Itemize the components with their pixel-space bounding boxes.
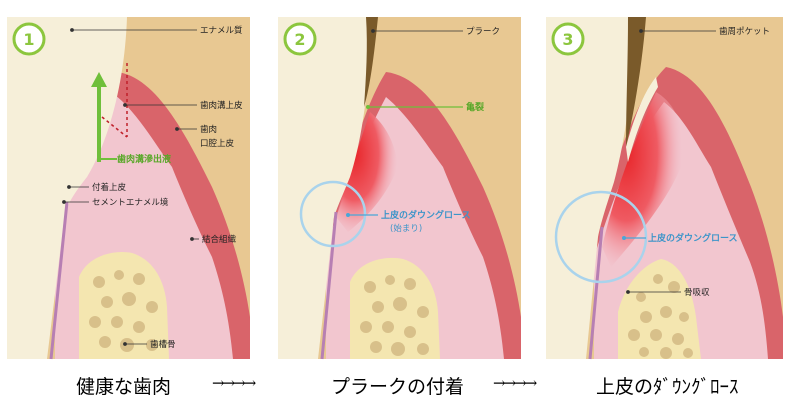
caption-arrow-1: →→→→: [212, 374, 256, 392]
panel-1-badge: [12, 22, 46, 56]
caption-epithelial-downgrowth: 上皮のﾀﾞｳﾝｸﾞﾛｰｽ: [596, 376, 739, 398]
label-gingiva: 歯肉: [200, 124, 217, 135]
label-oral-epithelium: 口腔上皮: [200, 138, 235, 149]
label-enamel: エナメル質: [200, 25, 243, 36]
label-downgrowth-start-note: (始まり): [390, 223, 422, 234]
panel-1-number: 1: [23, 30, 34, 49]
label-junctional-epithelium: 付着上皮: [92, 182, 127, 193]
panel-1-root-surface: [49, 201, 69, 360]
panel-2-highlight-circle: [299, 180, 367, 248]
caption-arrow-2: →→→→: [493, 374, 537, 392]
panel-1: 1 エナメル質 歯肉溝上皮 歯肉 口腔上皮 付着上皮 セメントエナメル境 結合組…: [7, 17, 250, 360]
label-downgrowth: 上皮のダウングロース: [648, 232, 738, 244]
panel-2-number: 2: [294, 30, 305, 49]
panel-3-tooth: [546, 17, 636, 359]
label-pocket: 歯周ポケット: [719, 26, 770, 37]
panel-2-bone-holes: [360, 275, 429, 356]
caption-healthy-gum: 健康な歯肉: [76, 376, 172, 398]
label-sulcus-fluid: 歯肉溝滲出液: [117, 153, 172, 165]
panel-3-pocket: [626, 77, 658, 162]
panel-3-number: 3: [562, 30, 573, 49]
panel-2-badge: [283, 22, 317, 56]
panel-2-root-surface: [320, 211, 338, 360]
panel-3-plaque: [626, 17, 646, 147]
panel-2-tooth: [278, 17, 373, 359]
panel-1-bone-holes: [89, 270, 158, 352]
panel-3-root-surface: [588, 226, 604, 360]
label-crack: 亀裂: [466, 101, 484, 113]
label-sulcular-epithelium: 歯肉溝上皮: [200, 100, 243, 111]
panel-3-highlight-circle: [554, 190, 648, 284]
panel-2-plaque: [364, 17, 378, 107]
label-bone-resorption: 骨吸収: [684, 287, 710, 298]
panel-3: 3 歯周ポケット 上皮のダウングロース 骨吸収: [546, 17, 783, 360]
label-cej: セメントエナメル境: [92, 197, 169, 208]
label-connective-tissue: 結合組織: [202, 234, 237, 245]
label-alveolar-bone: 歯槽骨: [150, 339, 176, 350]
label-downgrowth-start: 上皮のダウングロース: [381, 209, 471, 221]
panel-3-bone-holes: [628, 274, 693, 359]
panel-2: 2 プラーク 亀裂 上皮のダウングロース (始まり): [278, 17, 521, 360]
label-plaque: プラーク: [466, 27, 500, 37]
panel-3-inflamed-tissue: [602, 92, 683, 267]
panel-3-badge: [551, 22, 585, 56]
panel-2-inflamed-tissue: [336, 112, 398, 232]
panel-1-fluid-arrowhead: [91, 72, 107, 87]
caption-plaque-adhesion: プラークの付着: [331, 376, 465, 398]
